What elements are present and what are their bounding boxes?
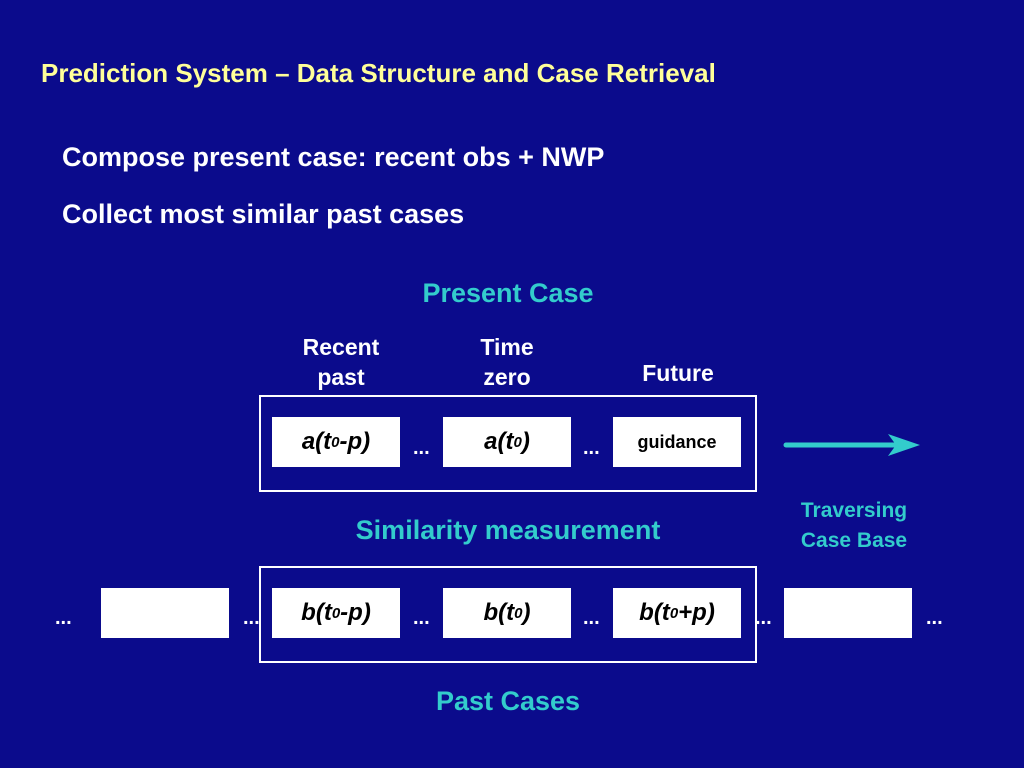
- cell-b-future-sub: 0: [669, 604, 679, 622]
- present-case-label: Present Case: [422, 278, 594, 308]
- cell-a-zero-main: a(t: [484, 428, 514, 455]
- empty-past-cell-left: [101, 588, 229, 638]
- past-case-frame: [259, 566, 757, 663]
- traversing-label: Traversing Case Base: [776, 496, 932, 556]
- cell-b-past-tail: -p): [340, 599, 371, 626]
- bullet-compose: Compose present case: recent obs + NWP: [62, 142, 605, 172]
- present-case-frame: [259, 395, 757, 492]
- cell-b-zero-main: b(t: [483, 599, 515, 626]
- traversing-arrow-icon: [783, 434, 920, 456]
- past-ellipsis-far-right: ...: [926, 607, 943, 629]
- past-ellipsis-1: ...: [413, 607, 430, 629]
- empty-past-cell-right: [784, 588, 912, 638]
- cell-b-zero-tail: ): [522, 599, 531, 626]
- time-zero-line2: zero: [483, 364, 531, 390]
- past-ellipsis-left: ...: [243, 607, 260, 629]
- cell-a-past-main: a(t: [301, 428, 332, 455]
- traversing-line1: Traversing: [800, 499, 908, 522]
- cell-b-past-sub: 0: [331, 604, 341, 622]
- past-ellipsis-right: ...: [755, 607, 772, 629]
- past-cases-label: Past Cases: [435, 686, 581, 716]
- present-ellipsis-1: ...: [413, 437, 430, 459]
- traversing-line2: Case Base: [800, 529, 908, 552]
- past-ellipsis-far-left: ...: [55, 607, 72, 629]
- future-label: Future: [642, 360, 714, 386]
- cell-b-zero-sub: 0: [514, 604, 523, 622]
- recent-past-line2: past: [317, 364, 365, 390]
- cell-a-zero-sub: 0: [513, 433, 522, 451]
- present-ellipsis-2: ...: [583, 437, 600, 459]
- cell-b-future-main: b(t: [639, 599, 670, 626]
- time-zero-line1: Time: [480, 334, 534, 360]
- similarity-label: Similarity measurement: [355, 515, 661, 545]
- slide-title: Prediction System – Data Structure and C…: [41, 58, 716, 88]
- cell-b-past-main: b(t: [301, 599, 332, 626]
- cell-a-zero-tail: ): [521, 428, 530, 455]
- cell-guidance: guidance: [613, 417, 741, 467]
- cell-b-future-tail: +p): [678, 599, 715, 626]
- cell-a-past-sub: 0: [331, 433, 340, 451]
- time-zero-label: Time zero: [452, 332, 562, 392]
- recent-past-line1: Recent: [302, 334, 380, 360]
- past-ellipsis-2: ...: [583, 607, 600, 629]
- recent-past-label: Recent past: [280, 332, 402, 392]
- cell-a-past-tail: -p): [339, 428, 371, 455]
- bullet-collect: Collect most similar past cases: [62, 199, 465, 229]
